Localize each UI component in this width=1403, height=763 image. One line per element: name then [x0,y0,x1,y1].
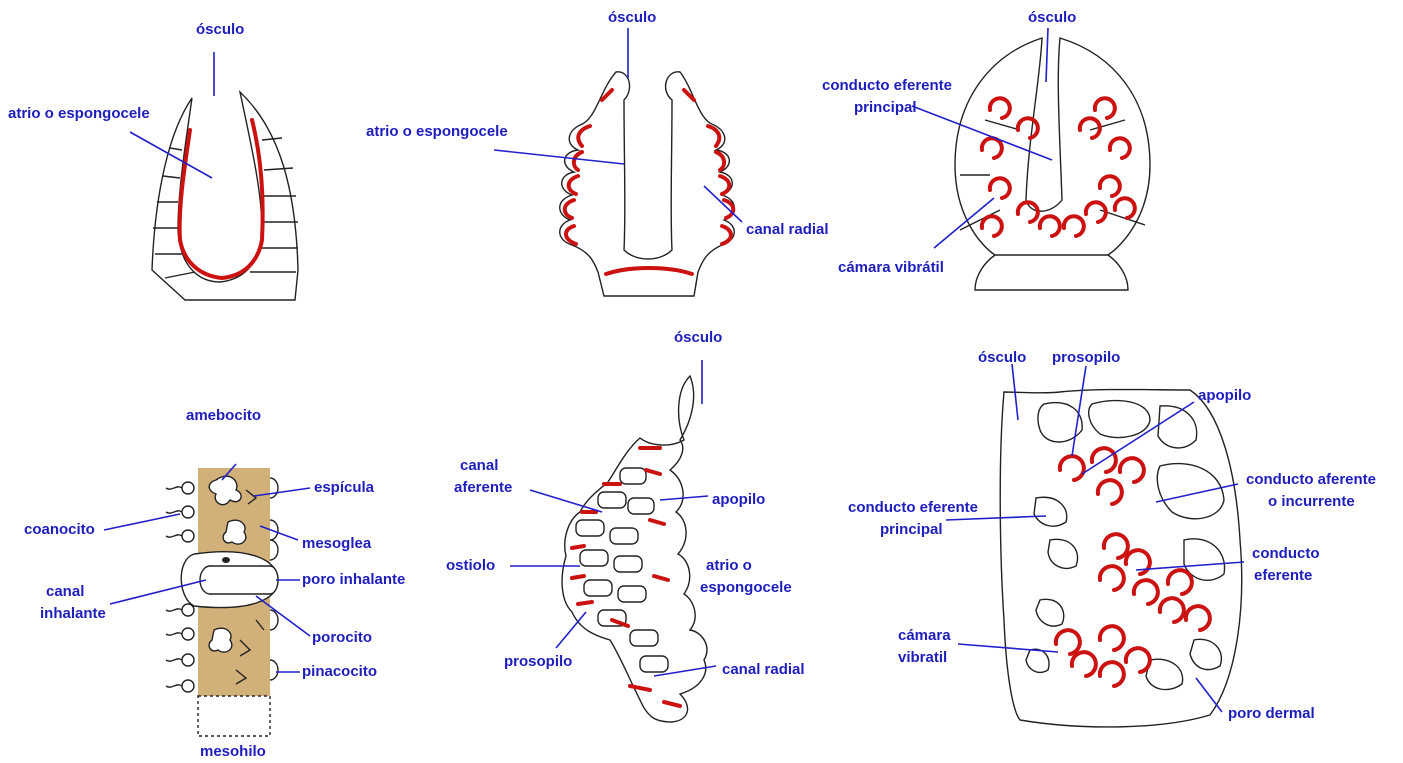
label-canal-5a: canal [460,457,498,474]
label-aferente-6b: o incurrente [1268,493,1355,510]
syconoid-choanoderm-left [565,90,612,244]
label-prosopilo-6: prosopilo [1052,349,1120,366]
label-mesohilo: mesohilo [200,743,266,760]
label-osculo-2: ósculo [608,9,656,26]
panel-leuconoid-top: ósculo conducto eferente principal cámar… [822,9,1150,290]
leuconoid-detail-cells [1026,401,1225,690]
label-espicula: espícula [314,479,375,496]
porocito-nucleus [222,557,230,563]
panel-syconoid-detail: ósculo canal aferente apopilo ostiolo at… [446,329,805,722]
label-eferente-6b: eferente [1254,567,1312,584]
leuconoid-top-outline [955,38,1150,290]
label-atrio-5b: espongocele [700,579,792,596]
label-prosopilo-5: prosopilo [504,653,572,670]
label-canal-5b: aferente [454,479,512,496]
asconoid-pores [153,138,298,278]
label-camara-3: cámara vibrátil [838,259,944,276]
canal-tube [210,566,278,594]
label-eferente-princ-6b: principal [880,521,943,538]
panel-wall-section: amebocito espícula coanocito mesoglea ca… [24,407,405,760]
syconoid-choanoderm-base [606,268,692,274]
label-canal-radial-5: canal radial [722,661,805,678]
label-porocito: porocito [312,629,372,646]
syconoid-left-wall [560,72,735,296]
panel-leuconoid-detail: ósculo prosopilo apopilo conducto aferen… [848,349,1376,727]
label-osculo-1: ósculo [196,21,244,38]
label-conducto-3a: conducto eferente [822,77,952,94]
label-canal-4a: canal [46,583,84,600]
label-atrio-5a: atrio o [706,557,752,574]
panel-asconoid: ósculo atrio o espongocele [8,21,298,300]
label-apopilo-5: apopilo [712,491,765,508]
label-ostiolo: ostiolo [446,557,495,574]
label-eferente-princ-6a: conducto eferente [848,499,978,516]
label-osculo-3: ósculo [1028,9,1076,26]
label-atrio-2: atrio o espongocele [366,123,508,140]
mesohilo-box [198,696,270,736]
label-canal-radial-2: canal radial [746,221,829,238]
label-mesoglea: mesoglea [302,535,372,552]
label-pinacocito: pinacocito [302,663,377,680]
label-osculo-5: ósculo [674,329,722,346]
label-camara-6a: cámara [898,627,951,644]
label-coanocito: coanocito [24,521,95,538]
label-poro-dermal: poro dermal [1228,705,1315,722]
label-eferente-6a: conducto [1252,545,1320,562]
label-poro-inhalante: poro inhalante [302,571,405,588]
syconoid-detail-outline [562,376,707,722]
label-aferente-6a: conducto aferente [1246,471,1376,488]
label-camara-6b: vibratil [898,649,947,666]
label-osculo-6: ósculo [978,349,1026,366]
label-amebocito: amebocito [186,407,261,424]
label-atrio-1: atrio o espongocele [8,105,150,122]
panel-syconoid: ósculo atrio o espongocele canal radial [366,9,829,296]
label-conducto-3b: principal [854,99,917,116]
label-canal-4b: inhalante [40,605,106,622]
label-apopilo-6: apopilo [1198,387,1251,404]
